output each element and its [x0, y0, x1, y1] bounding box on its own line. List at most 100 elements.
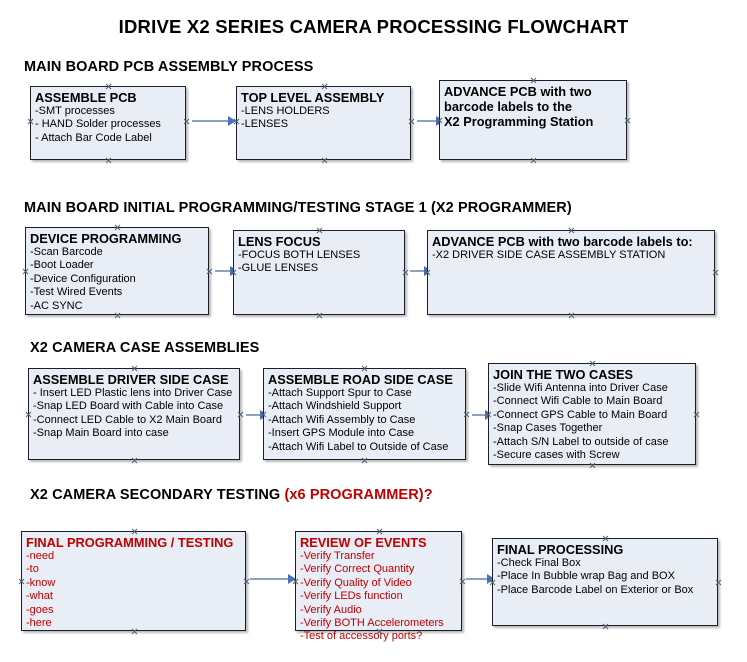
- connection-handle-left[interactable]: [27, 118, 34, 125]
- connection-handle-top[interactable]: [105, 83, 112, 90]
- connection-handle-top[interactable]: [376, 528, 383, 535]
- connector-lens-focus-to-advance-pcb: [410, 270, 428, 272]
- node-lens-focus[interactable]: LENS FOCUS -FOCUS BOTH LENSES -GLUE LENS…: [233, 230, 405, 315]
- node-header: REVIEW OF EVENTS: [300, 535, 427, 550]
- connection-handle-bottom[interactable]: [114, 312, 121, 319]
- connection-handle-top[interactable]: [589, 360, 596, 367]
- node-item: -to: [26, 563, 39, 576]
- node-final-processing[interactable]: FINAL PROCESSING -Check Final Box -Place…: [492, 538, 718, 626]
- connection-handle-top[interactable]: [316, 227, 323, 234]
- node-advance-pcb-to-driver-side-case[interactable]: ADVANCE PCB with two barcode labels to: …: [427, 230, 715, 315]
- page-title: IDRIVE X2 SERIES CAMERA PROCESSING FLOWC…: [118, 16, 629, 37]
- connector-final-programming-to-review-of-events: [250, 578, 292, 580]
- node-device-programming[interactable]: DEVICE PROGRAMMING -Scan Barcode -Boot L…: [25, 227, 209, 315]
- node-item: -Attach Wifi Assembly to Case: [268, 413, 416, 426]
- connection-handle-right[interactable]: [715, 579, 722, 586]
- connection-handle-right[interactable]: [243, 578, 250, 585]
- node-item: - Insert LED Plastic lens into Driver Ca…: [33, 387, 233, 399]
- node-item: -Verify Correct Quantity: [300, 563, 415, 576]
- node-item: -Attach Support Spur to Case: [268, 387, 412, 399]
- node-item: -Verify Quality of Video: [300, 576, 412, 589]
- node-review-of-events[interactable]: REVIEW OF EVENTS -Verify Transfer -Verif…: [295, 528, 462, 642]
- connection-handle-top[interactable]: [114, 224, 121, 231]
- connection-handle-top[interactable]: [131, 365, 138, 372]
- node-item: -AC SYNC: [30, 299, 83, 312]
- connector-top-level-assembly-to-advance-pcb: [417, 120, 439, 122]
- connection-handle-right[interactable]: [463, 411, 470, 418]
- node-item: -Verify LEDs function: [300, 590, 403, 603]
- connection-handle-top[interactable]: [602, 535, 609, 542]
- node-item: barcode labels to the: [444, 99, 573, 114]
- connection-handle-bottom[interactable]: [105, 157, 112, 164]
- node-assemble-road-side-case[interactable]: ASSEMBLE ROAD SIDE CASE -Attach Support …: [263, 368, 466, 460]
- connection-handle-bottom[interactable]: [589, 462, 596, 469]
- node-header: DEVICE PROGRAMMING: [30, 231, 182, 246]
- node-assemble-driver-side-case[interactable]: ASSEMBLE DRIVER SIDE CASE - Insert LED P…: [28, 368, 240, 460]
- node-item: -Slide Wifi Antenna into Driver Case: [493, 382, 668, 394]
- node-header: ASSEMBLE ROAD SIDE CASE: [268, 372, 453, 387]
- section-heading-text: X2 CAMERA CASE ASSEMBLIES: [30, 340, 260, 356]
- node-item: - Attach Bar Code Label: [35, 131, 152, 144]
- node-header: FINAL PROGRAMMING / TESTING: [26, 535, 234, 550]
- node-item: -Device Configuration: [30, 272, 136, 285]
- node-item: -Secure cases with Screw: [493, 449, 620, 462]
- connection-handle-right[interactable]: [624, 117, 631, 124]
- node-item: -Connect LED Cable to X2 Main Board: [33, 413, 222, 426]
- connection-handle-right[interactable]: [459, 578, 466, 585]
- connection-handle-bottom[interactable]: [361, 457, 368, 464]
- connection-handle-right[interactable]: [693, 411, 700, 418]
- node-item: -Snap Main Board into case: [33, 427, 169, 440]
- connection-handle-top[interactable]: [530, 77, 537, 84]
- arrowhead-icon: [288, 574, 296, 584]
- node-header: FINAL PROCESSING: [497, 542, 624, 557]
- connector-driver-side-to-road-side: [246, 414, 264, 416]
- section-heading-x2-camera-secondary-testing: X2 CAMERA SECONDARY TESTING (x6 PROGRAMM…: [30, 487, 433, 503]
- node-header: ADVANCE PCB with two barcode labels to:: [432, 234, 693, 249]
- connection-handle-right[interactable]: [237, 411, 244, 418]
- node-header: ASSEMBLE PCB: [35, 90, 137, 105]
- node-item: -LENSES: [241, 118, 289, 131]
- section-heading-main-board-pcb-assembly-process: MAIN BOARD PCB ASSEMBLY PROCESS: [24, 59, 313, 75]
- connection-handle-left[interactable]: [18, 578, 25, 585]
- connection-handle-bottom[interactable]: [568, 312, 575, 319]
- node-item: -Attach Wifi Label to Outside of Case: [268, 440, 449, 453]
- connection-handle-right[interactable]: [408, 118, 415, 125]
- connection-handle-bottom[interactable]: [321, 157, 328, 164]
- connection-handle-right[interactable]: [183, 118, 190, 125]
- node-advance-pcb-to-programming-station[interactable]: ADVANCE PCB with two barcode labels to t…: [439, 80, 627, 160]
- node-item: -Verify Transfer: [300, 550, 375, 562]
- connection-handle-right[interactable]: [712, 269, 719, 276]
- node-item: -Place In Bubble wrap Bag and BOX: [497, 570, 675, 583]
- node-item: -Insert GPS Module into Case: [268, 427, 415, 440]
- section-heading-text: X2 CAMERA SECONDARY TESTING: [30, 487, 285, 503]
- node-assemble-pcb[interactable]: ASSEMBLE PCB -SMT processes - HAND Solde…: [30, 86, 186, 160]
- connection-handle-left[interactable]: [25, 411, 32, 418]
- node-item: -Snap LED Board with Cable into Case: [33, 400, 224, 413]
- node-top-level-assembly[interactable]: TOP LEVEL ASSEMBLY -LENS HOLDERS -LENSES: [236, 86, 411, 160]
- node-join-the-two-cases[interactable]: JOIN THE TWO CASES -Slide Wifi Antenna i…: [488, 363, 696, 465]
- node-item: -LENS HOLDERS: [241, 105, 330, 117]
- node-item: -here: [26, 617, 52, 630]
- node-item: -X2 DRIVER SIDE CASE ASSEMBLY STATION: [432, 249, 666, 261]
- connection-handle-right[interactable]: [206, 268, 213, 275]
- connection-handle-top[interactable]: [361, 365, 368, 372]
- connector-assemble-pcb-to-top-level-assembly: [192, 120, 230, 122]
- connection-handle-bottom[interactable]: [602, 623, 609, 630]
- node-header: LENS FOCUS: [238, 234, 321, 249]
- connection-handle-right[interactable]: [402, 269, 409, 276]
- connection-handle-bottom[interactable]: [316, 312, 323, 319]
- connection-handle-top[interactable]: [321, 83, 328, 90]
- connection-handle-top[interactable]: [131, 528, 138, 535]
- node-item: -Test Wired Events: [30, 286, 123, 299]
- section-heading-accent-text: (x6 PROGRAMMER)?: [284, 487, 433, 503]
- connection-handle-top[interactable]: [568, 227, 575, 234]
- node-item: -GLUE LENSES: [238, 262, 319, 275]
- node-final-programming-testing[interactable]: FINAL PROGRAMMING / TESTING -need -to -k…: [21, 531, 246, 631]
- connection-handle-bottom[interactable]: [530, 157, 537, 164]
- connection-handle-left[interactable]: [22, 268, 29, 275]
- connection-handle-bottom[interactable]: [131, 457, 138, 464]
- node-item: -Scan Barcode: [30, 246, 103, 258]
- arrowhead-icon: [228, 116, 236, 126]
- node-item: -Boot Loader: [30, 259, 94, 272]
